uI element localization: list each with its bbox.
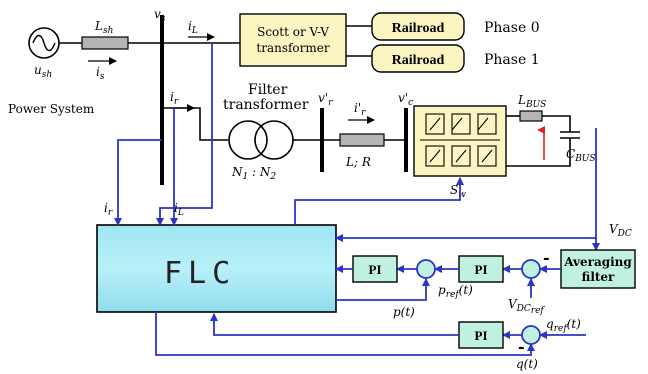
pi2-block	[458, 255, 504, 283]
il-feedback-line	[156, 43, 213, 226]
ir-feedback-line	[114, 139, 162, 226]
ac-source	[28, 27, 60, 59]
ir-label: ir	[170, 90, 179, 107]
filter-transformer-label-1: Filter	[248, 82, 288, 98]
vr-prime-label: v'r	[318, 91, 333, 108]
pi3-to-flc-line	[210, 313, 459, 336]
pi1-block	[352, 255, 398, 283]
qt-label: q(t)	[516, 357, 538, 371]
source-vs-label: ush	[34, 63, 52, 80]
dc-to-cap-wire	[542, 115, 571, 132]
pref-label: pref(t)	[438, 283, 473, 300]
pt-feedback-line	[336, 278, 430, 301]
source-is-label: is	[96, 65, 105, 82]
railroad1-label: Railroad	[392, 53, 445, 68]
vdc-label: VDC	[609, 222, 632, 239]
bus-voltage-label: vs	[154, 7, 166, 24]
averaging-filter-block	[560, 249, 636, 289]
source-inductor	[81, 36, 129, 50]
pt-label: p(t)	[393, 305, 415, 319]
qref-label: qref(t)	[546, 317, 581, 334]
power-summing-junction	[416, 259, 436, 279]
il-left-label: iL	[174, 201, 184, 218]
il-top-label: iL	[188, 19, 198, 36]
minus-2: -	[518, 337, 525, 356]
scott-transformer-block	[239, 13, 347, 67]
cbus-label: CBUS	[566, 147, 596, 164]
sw-label: Sw	[450, 183, 466, 200]
scott-line-2: transformer	[256, 41, 329, 55]
filter-transformer-label-2: transformer	[223, 97, 309, 113]
lbus-label: LBUS	[517, 93, 546, 110]
avg-line-2: filter	[582, 270, 615, 284]
pi1-label: PI	[369, 262, 382, 277]
bus-to-filter-wire	[162, 107, 228, 141]
vdcref-label: VDCref	[508, 297, 545, 316]
phase0-label: Phase 0	[484, 20, 540, 36]
lr-inductor	[339, 133, 385, 147]
avg-line-1: Averaging	[563, 255, 632, 269]
phase1-label: Phase 1	[484, 52, 540, 68]
pi2-label: PI	[475, 262, 488, 277]
filter-transformer-symbol	[228, 120, 294, 160]
ir-prime-label: i'r	[354, 101, 366, 118]
switching-signal-line	[294, 177, 464, 225]
flc-label: FLC	[164, 256, 236, 291]
ir-left-label: ir	[104, 201, 113, 218]
vdc-summing-junction	[521, 259, 541, 279]
power-system-label: Power System	[8, 102, 95, 116]
railroad0-label: Railroad	[392, 21, 445, 36]
lr-label: L; R	[345, 155, 371, 169]
converter-block	[413, 105, 507, 177]
q-summing-junction	[521, 325, 541, 345]
minus-1: -	[543, 248, 550, 267]
vc-prime-label: v'c	[398, 91, 413, 108]
pi3-label: PI	[475, 328, 488, 343]
railroad1-block	[371, 44, 465, 73]
lbus-inductor	[519, 110, 543, 122]
cap-return-wire	[506, 138, 571, 167]
railroad0-block	[371, 12, 465, 41]
qt-feedback-line	[155, 312, 535, 356]
turns-ratio-label: N1 : N2	[231, 165, 276, 182]
scott-line-1: Scott or V-V	[257, 25, 329, 39]
source-ls-label: Lsh	[94, 19, 113, 36]
